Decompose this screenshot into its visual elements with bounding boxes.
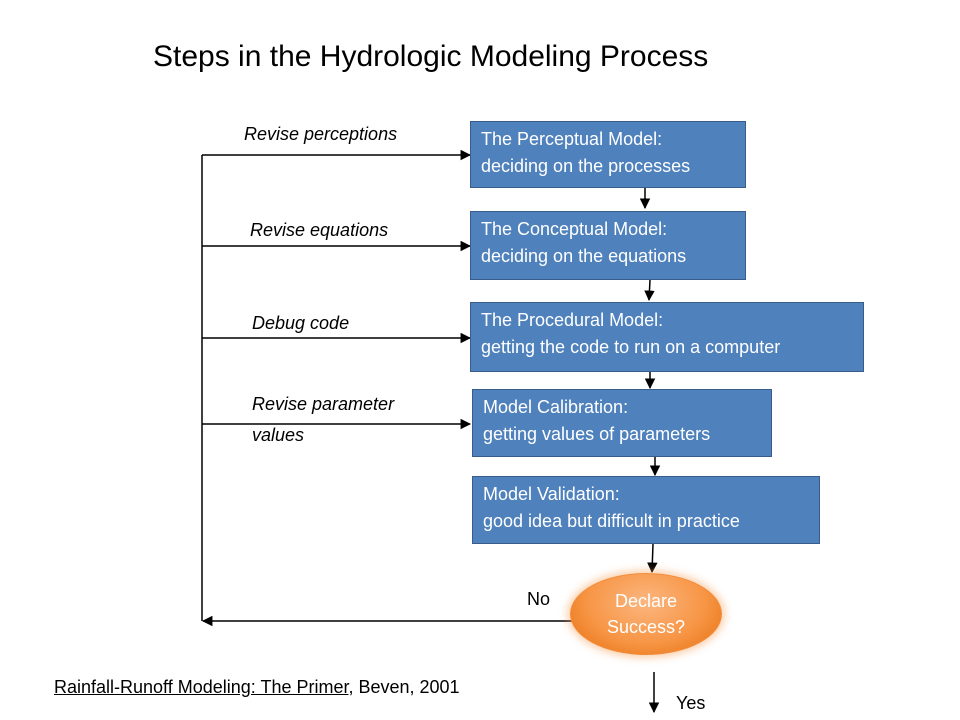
step-model-validation: Model Validation: good idea but difficul… — [472, 476, 820, 544]
label-revise-perceptions: Revise perceptions — [244, 124, 398, 144]
step-perceptual-model: The Perceptual Model: deciding on the pr… — [470, 121, 746, 188]
diagram-title: Steps in the Hydrologic Modeling Process — [153, 40, 709, 73]
step-validation-desc: good idea but difficult in practice — [483, 511, 740, 531]
arrow-validation-to-decision — [647, 543, 658, 574]
label-revise-parameter: Revise parameter — [252, 394, 395, 414]
label-no: No — [527, 589, 551, 609]
label-debug-code: Debug code — [252, 313, 350, 333]
step-perceptual-heading: The Perceptual Model: — [481, 129, 663, 149]
label-yes: Yes — [676, 693, 706, 713]
step-conceptual-heading: The Conceptual Model: — [481, 219, 668, 239]
step-model-calibration: Model Calibration: getting values of par… — [472, 389, 772, 457]
decision-line-1: Declare — [614, 591, 678, 611]
step-procedural-desc: getting the code to run on a computer — [481, 337, 781, 357]
step-perceptual-desc: deciding on the processes — [481, 156, 691, 176]
step-procedural-model: The Procedural Model: getting the code t… — [470, 302, 864, 372]
step-validation-heading: Model Validation: — [483, 484, 620, 504]
step-conceptual-model: The Conceptual Model: deciding on the eq… — [470, 211, 746, 280]
arrow-conceptual-to-procedural — [644, 279, 655, 302]
citation-author-year: , Beven, 2001 — [348, 677, 460, 697]
citation: Rainfall-Runoff Modeling: The Primer, Be… — [54, 677, 460, 698]
step-calibration-desc: getting values of parameters — [483, 424, 711, 444]
step-procedural-heading: The Procedural Model: — [481, 310, 664, 330]
label-values: values — [252, 425, 305, 445]
decision-declare-success: Declare Success? — [570, 573, 722, 655]
label-revise-equations: Revise equations — [250, 220, 389, 240]
citation-title: Rainfall-Runoff Modeling: The Primer — [54, 677, 349, 697]
step-conceptual-desc: deciding on the equations — [481, 246, 687, 266]
decision-line-2: Success? — [606, 617, 686, 637]
step-calibration-heading: Model Calibration: — [483, 397, 629, 417]
